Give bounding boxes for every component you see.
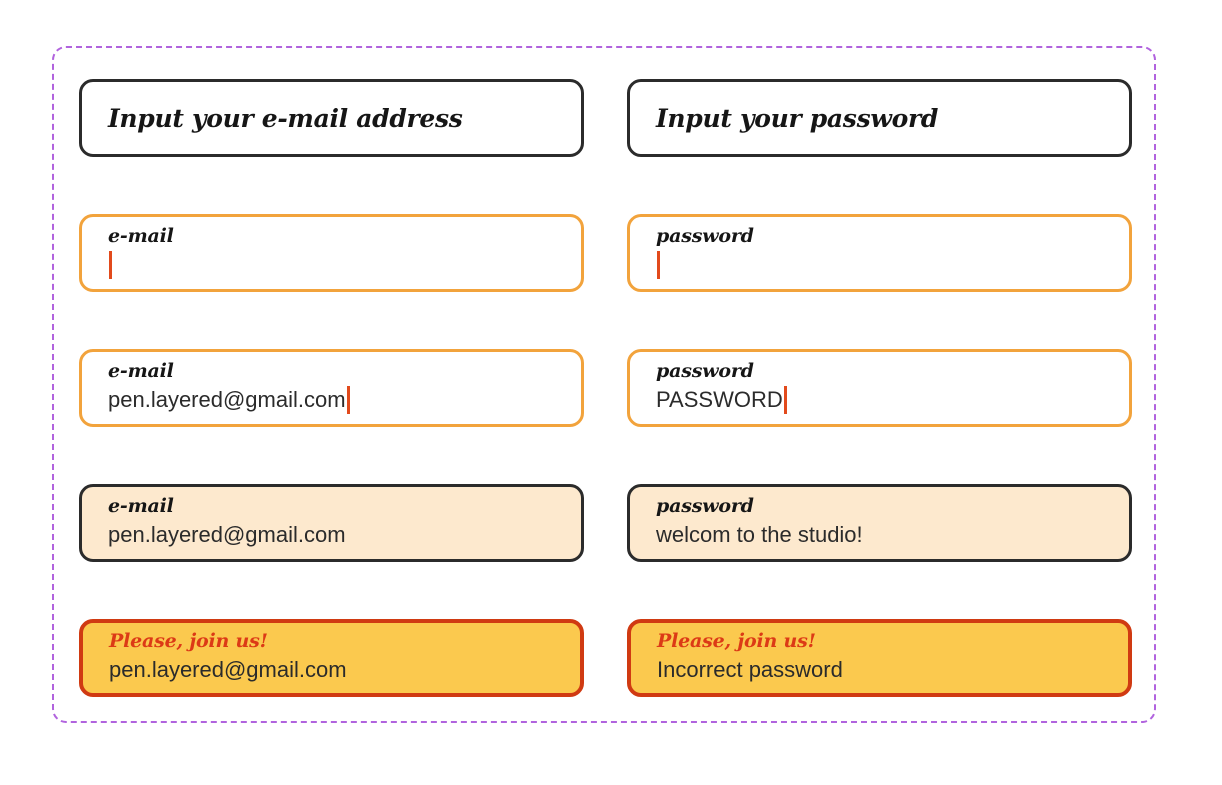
email-value-row[interactable]: pen.layered@gmail.com (108, 520, 581, 550)
email-field-placeholder[interactable]: Input your e-mail address (79, 79, 584, 157)
email-value-text: pen.layered@gmail.com (109, 656, 347, 682)
email-field-label: e-mail (108, 360, 174, 382)
password-value-row[interactable]: Incorrect password (657, 655, 1128, 685)
password-field-typing[interactable]: password PASSWORD (627, 349, 1132, 427)
email-field-error[interactable]: Please, join us! pen.layered@gmail.com (79, 619, 584, 697)
password-value-text: welcom to the studio! (656, 521, 863, 547)
password-placeholder-text: Input your password (656, 103, 939, 133)
email-field-filled[interactable]: e-mail pen.layered@gmail.com (79, 484, 584, 562)
text-caret (109, 250, 112, 279)
password-value-row[interactable]: PASSWORD (656, 385, 1129, 415)
input-state-grid: Input your e-mail address Input your pas… (79, 79, 1132, 701)
email-value-row[interactable]: pen.layered@gmail.com (109, 655, 580, 685)
email-value-row[interactable] (108, 250, 581, 280)
password-field-label: password (656, 360, 754, 382)
password-error-label: Please, join us! (657, 630, 816, 652)
email-field-label: e-mail (108, 225, 174, 247)
password-field-filled[interactable]: password welcom to the studio! (627, 484, 1132, 562)
password-field-error[interactable]: Please, join us! Incorrect password (627, 619, 1132, 697)
email-field-focus-empty[interactable]: e-mail (79, 214, 584, 292)
email-error-label: Please, join us! (109, 630, 268, 652)
text-caret (783, 385, 787, 414)
email-field-label: e-mail (108, 495, 174, 517)
text-caret (346, 385, 350, 414)
password-value-row[interactable] (656, 250, 1129, 280)
artboard-dashed-frame (52, 46, 1156, 723)
email-value-text: pen.layered@gmail.com (108, 386, 346, 412)
email-value-text: pen.layered@gmail.com (108, 521, 346, 547)
password-value-text: PASSWORD (656, 386, 783, 412)
password-value-text: Incorrect password (657, 656, 843, 682)
email-value-row[interactable]: pen.layered@gmail.com (108, 385, 581, 415)
password-field-label: password (656, 225, 754, 247)
password-field-placeholder[interactable]: Input your password (627, 79, 1132, 157)
password-field-label: password (656, 495, 754, 517)
password-value-row[interactable]: welcom to the studio! (656, 520, 1129, 550)
password-field-focus-empty[interactable]: password (627, 214, 1132, 292)
text-caret (657, 250, 660, 279)
email-placeholder-text: Input your e-mail address (108, 103, 463, 133)
email-field-typing[interactable]: e-mail pen.layered@gmail.com (79, 349, 584, 427)
